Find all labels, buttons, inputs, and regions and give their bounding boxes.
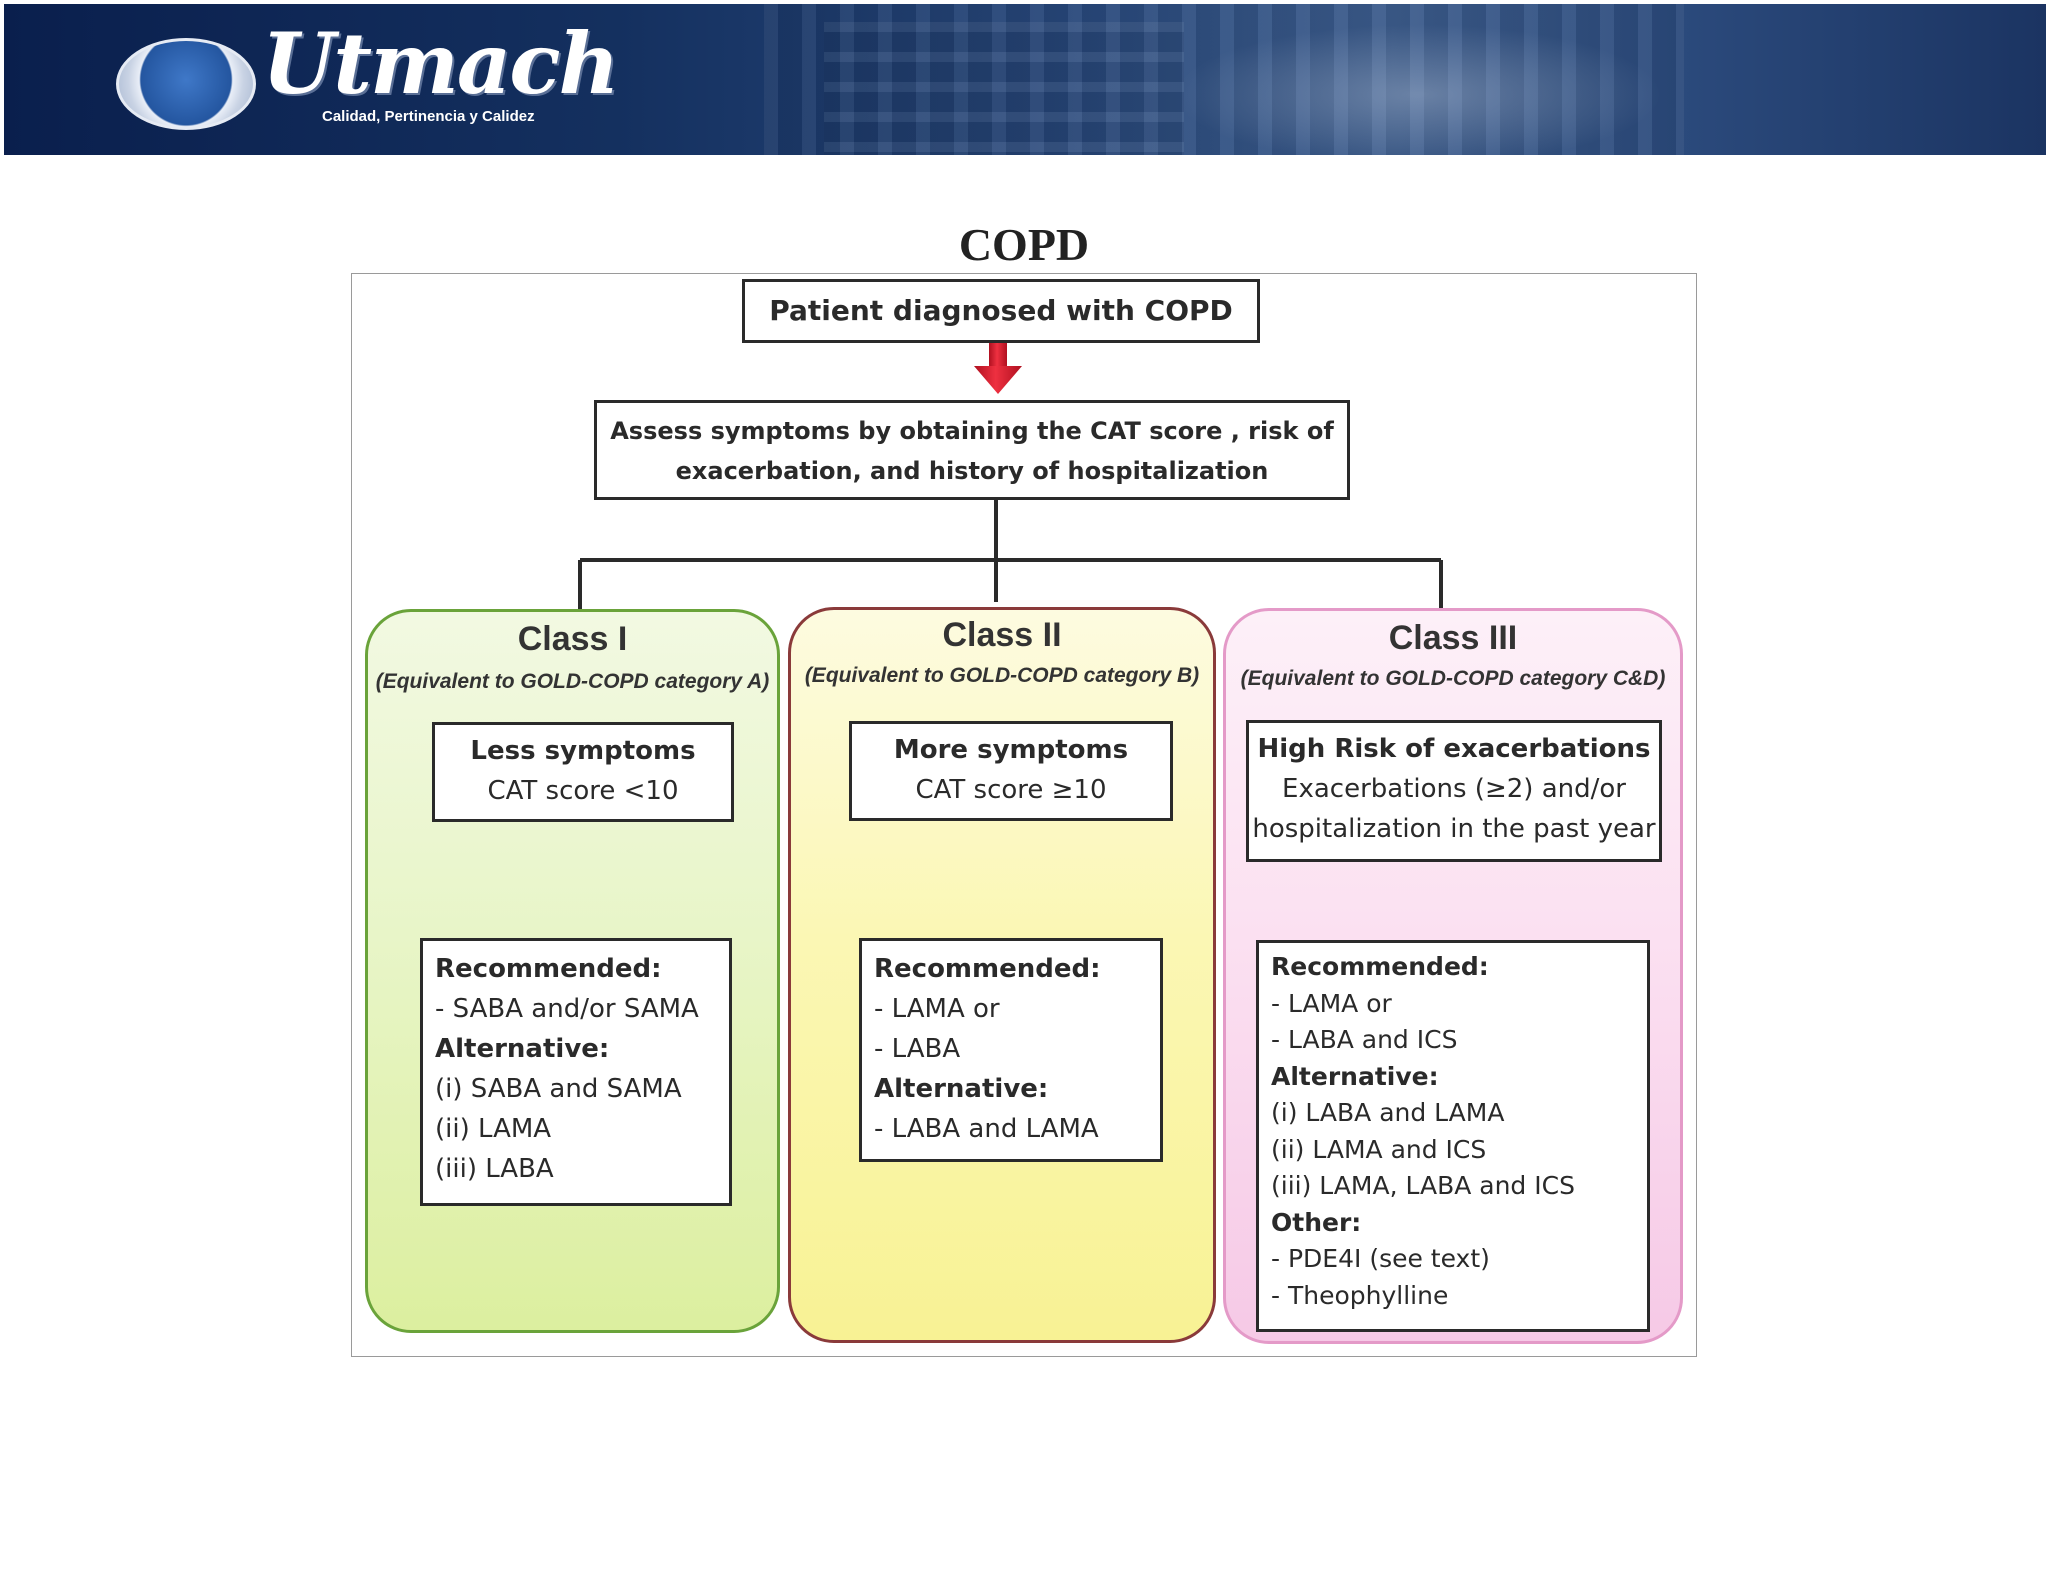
class-3-other-label: Other: (1271, 1207, 1362, 1237)
class-2-subtitle: (Equivalent to GOLD-COPD category B) (804, 664, 1200, 687)
class-2-criteria-box: More symptoms CAT score ≥10 (849, 721, 1173, 821)
class-1-alternative-item: (iii) LABA (435, 1154, 554, 1184)
class-3-criteria-line: Exacerbations (≥2) and/or (1282, 774, 1626, 804)
class-2-recommended-label: Recommended: (874, 954, 1101, 984)
campus-building-image (764, 4, 1684, 155)
utmach-logo: Utmach (262, 14, 620, 113)
class-3-other-item: - Theophylline (1271, 1280, 1449, 1310)
class-1-criteria-line: CAT score <10 (487, 776, 679, 806)
class-2-criteria-line: CAT score ≥10 (915, 775, 1107, 805)
patient-diagnosed-box: Patient diagnosed with COPD (742, 279, 1260, 343)
class-1-recommended-label: Recommended: (435, 954, 662, 984)
assess-line-2: exacerbation, and history of hospitaliza… (675, 457, 1269, 485)
class-3-subtitle: (Equivalent to GOLD-COPD category C&D) (1240, 667, 1666, 690)
class-2-title: Class II (942, 616, 1062, 654)
class-1-criteria-box: Less symptoms CAT score <10 (432, 722, 734, 822)
class-2-criteria-title: More symptoms (893, 735, 1129, 765)
class-1-alternative-label: Alternative: (435, 1034, 610, 1064)
class-2-alternative-item: - LABA and LAMA (874, 1114, 1099, 1144)
class-3-title: Class III (1388, 619, 1518, 657)
campus-windows-image (824, 22, 1184, 155)
class-3-treatment-box: Recommended: - LAMA or - LABA and ICS Al… (1256, 940, 1650, 1332)
page-title: COPD (958, 219, 1090, 270)
class-1-criteria-title: Less symptoms (470, 736, 696, 766)
class-3-criteria-box: High Risk of exacerbations Exacerbations… (1246, 720, 1662, 862)
logo-tagline: Calidad, Pertinencia y Calidez (322, 108, 535, 125)
assess-symptoms-box: Assess symptoms by obtaining the CAT sco… (594, 400, 1350, 500)
class-1-treatment-box: Recommended: - SABA and/or SAMA Alternat… (420, 938, 732, 1206)
class-1-alternative-item: (ii) LAMA (435, 1114, 552, 1144)
down-arrow-icon (974, 342, 1022, 394)
patient-diagnosed-text: Patient diagnosed with COPD (769, 294, 1233, 327)
class-3-recommended-item: - LAMA or (1271, 988, 1392, 1018)
class-2-alternative-label: Alternative: (874, 1074, 1049, 1104)
class-3-criteria-line: hospitalization in the past year (1252, 814, 1656, 844)
class-2-treatment-box: Recommended: - LAMA or - LABA Alternativ… (859, 938, 1163, 1162)
class-2-recommended-item: - LAMA or (874, 994, 1000, 1024)
class-3-recommended-label: Recommended: (1271, 952, 1489, 981)
class-3-criteria-title: High Risk of exacerbations (1257, 734, 1651, 764)
statue-image (1184, 12, 1704, 155)
class-1-title: Class I (517, 620, 628, 658)
assess-line-1: Assess symptoms by obtaining the CAT sco… (610, 417, 1334, 445)
header-banner: Utmach Calidad, Pertinencia y Calidez (4, 4, 2046, 155)
class-3-alternative-label: Alternative: (1271, 1061, 1439, 1091)
class-2-recommended-item: - LABA (874, 1034, 961, 1064)
tree-connector (578, 499, 1443, 609)
class-1-recommended-item: - SABA and/or SAMA (435, 994, 699, 1024)
university-seal-icon (116, 38, 256, 130)
class-1-subtitle: (Equivalent to GOLD-COPD category A) (375, 670, 770, 693)
class-3-alternative-item: (i) LABA and LAMA (1271, 1098, 1505, 1127)
class-3-other-item: - PDE4I (see text) (1271, 1244, 1490, 1273)
class-3-recommended-item: - LABA and ICS (1271, 1025, 1458, 1054)
flowchart-figure: Patient diagnosed with COPD Assess sympt… (351, 273, 1697, 1357)
class-1-alternative-item: (i) SABA and SAMA (435, 1074, 682, 1104)
class-3-alternative-item: (ii) LAMA and ICS (1271, 1134, 1487, 1164)
class-3-alternative-item: (iii) LAMA, LABA and ICS (1271, 1171, 1575, 1200)
